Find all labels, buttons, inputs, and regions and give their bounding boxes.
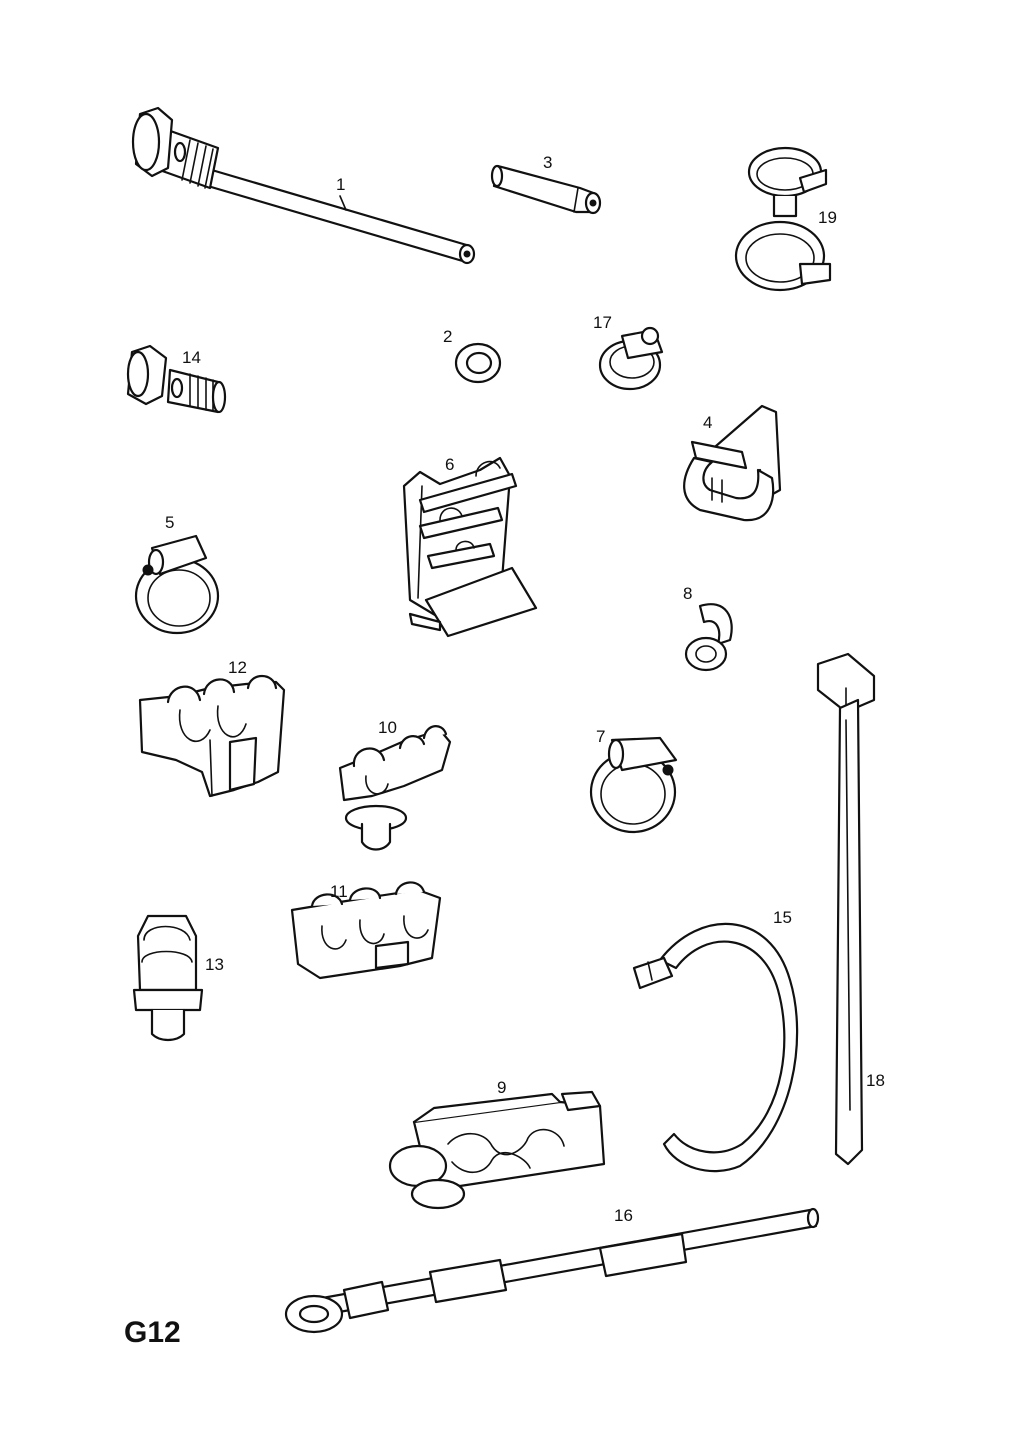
part-14-banjo-bolt-icon [126,344,227,414]
part-13-pipe-clip-with-stud-icon [132,914,204,1042]
part-12-triple-pipe-clip-icon [138,674,286,798]
part-10-pipe-clip-with-stud-icon [338,725,452,851]
callout-15: 15 [773,908,792,927]
callout-6: 6 [445,455,454,474]
part-17-worm-drive-clamp-icon [598,326,664,391]
part-7-hose-clamp-icon [589,736,678,834]
callout-4: 4 [703,413,712,432]
page-id: G12 [124,1316,181,1349]
callout-11: 11 [330,882,348,901]
callout-1: 1 [336,175,345,194]
callout-18: 18 [866,1071,885,1090]
callout-2: 2 [443,327,452,346]
part-1-banjo-pipe-icon [131,106,476,265]
callout-5: 5 [165,513,174,532]
callout-3: 3 [543,153,552,172]
callout-16: 16 [614,1206,633,1225]
callout-14: 14 [182,348,201,367]
part-18-cable-tie-icon [816,652,876,1166]
part-9-push-in-pipe-holder-icon [388,1090,606,1210]
part-2-sealing-ring-icon [454,342,502,384]
part-16-hose-with-banjo-icon [284,1207,820,1334]
callout-17: 17 [593,313,612,332]
callout-12: 12 [228,658,247,677]
part-8-single-pipe-clip-icon [684,603,733,672]
callout-10: 10 [378,718,397,737]
part-5-hose-clamp-icon [134,534,220,635]
part-15-band-clip-icon [632,922,799,1173]
part-11-triple-pipe-clip-icon [290,881,442,980]
part-4-pipe-clip-icon [683,404,782,522]
callout-9: 9 [497,1078,506,1097]
part-19-double-hose-clip-icon [734,146,832,292]
callout-8: 8 [683,584,692,603]
part-6-triple-pipe-bracket-icon [402,456,538,638]
callout-7: 7 [596,727,605,746]
callout-13: 13 [205,955,224,974]
callout-19: 19 [818,208,837,227]
part-3-pipe-plug-icon [490,164,602,215]
